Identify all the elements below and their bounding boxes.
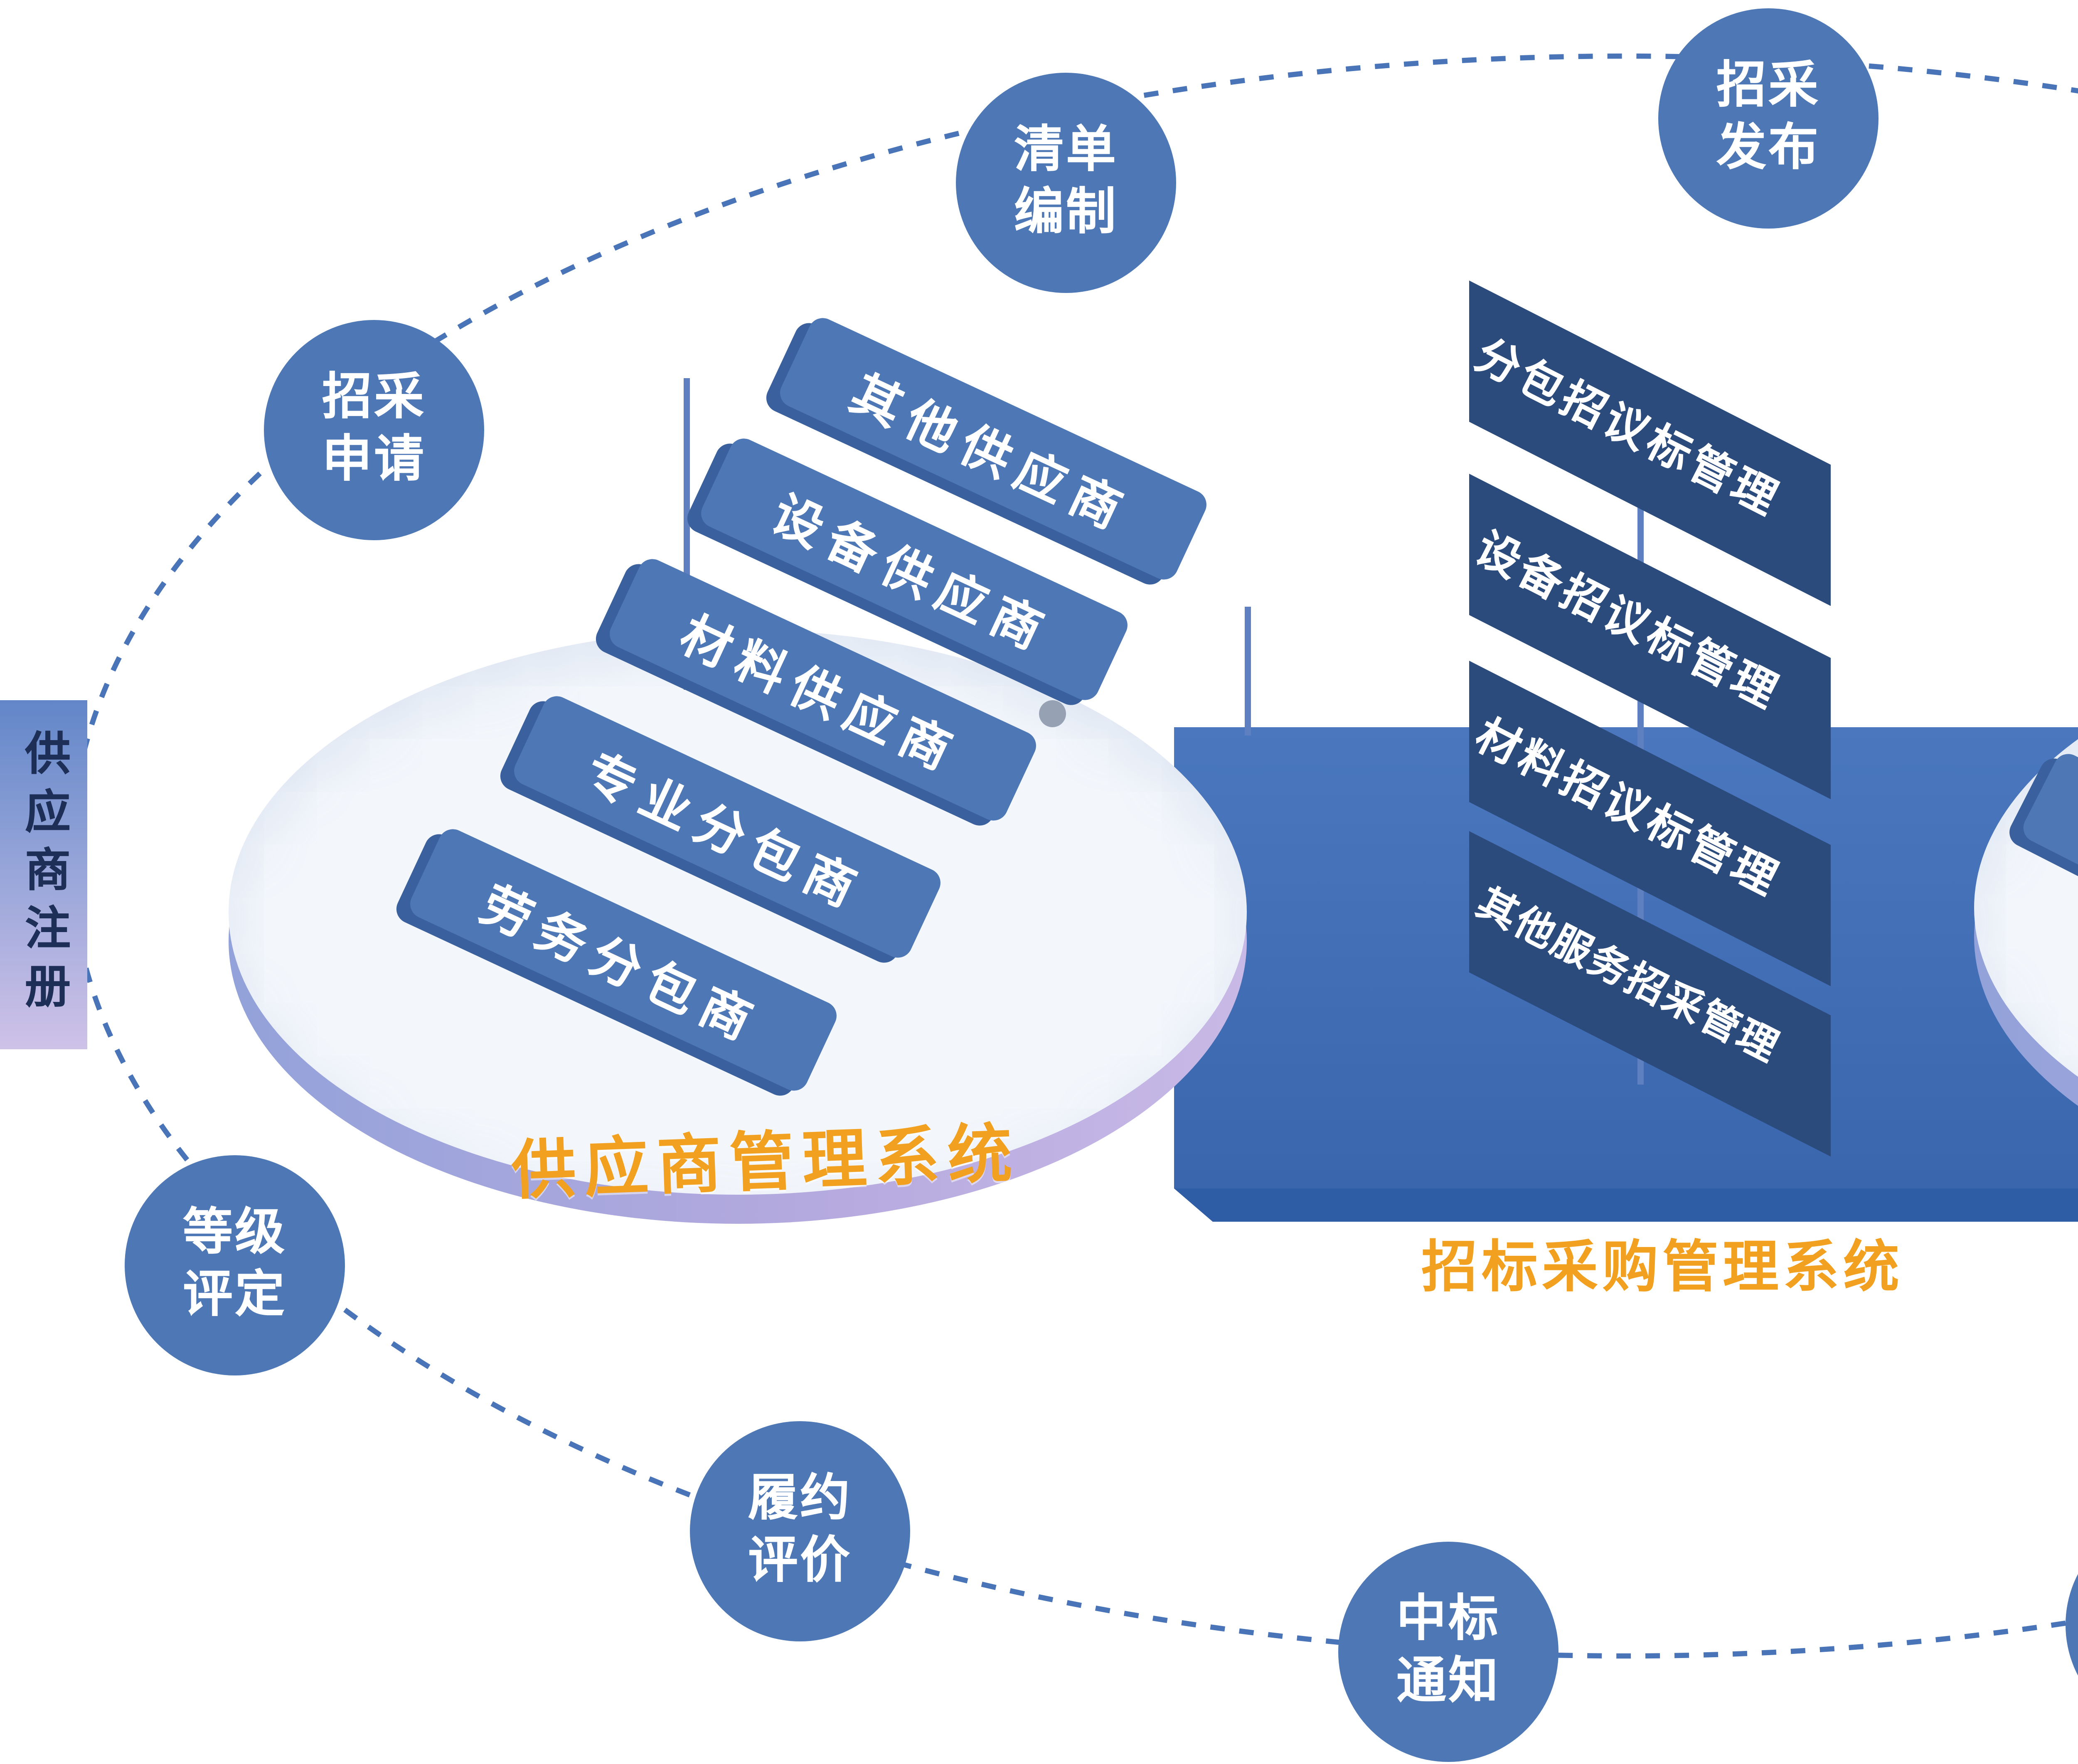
ring-node-procurement-publish: 招采 发布 (1658, 8, 1879, 229)
left-tag-supplier-registration: 供应商注册 (0, 700, 87, 1049)
pole-line (1637, 378, 1644, 1085)
node-label-line: 编制 (1014, 185, 1118, 241)
ring-node-procurement-request: 招采 申请 (264, 320, 484, 540)
node-label-line: 评定 (183, 1267, 287, 1324)
left-dish (229, 630, 1247, 1195)
node-label-line: 等级 (183, 1205, 287, 1261)
left-system-title: 供应商管理系统 (510, 1117, 1022, 1208)
ring-node-performance-evaluation: 履约 评价 (690, 1421, 910, 1641)
center-system-title: 招标采购管理系统 (1421, 1236, 1903, 1299)
node-label-line: 履约 (748, 1471, 852, 1527)
node-label-line: 清单 (1014, 123, 1118, 179)
node-label-line: 发布 (1716, 121, 1820, 177)
decor-dot (1039, 700, 1066, 727)
pole-line (1245, 607, 1251, 736)
node-label-line: 申请 (322, 432, 426, 488)
tag-label: 供应商注册 (19, 729, 71, 1020)
ring-node-list-compilation: 清单 编制 (956, 73, 1176, 293)
node-label-line: 招采 (322, 370, 426, 426)
node-label-line: 招采 (1716, 58, 1820, 114)
ring-node-award-notice: 中标 通知 (1338, 1542, 1558, 1762)
center-platform-front (1174, 1188, 2078, 1222)
ring-node-grade-rating: 等级 评定 (125, 1155, 345, 1375)
node-label-line: 评价 (748, 1533, 852, 1589)
node-label-line: 通知 (1396, 1654, 1500, 1710)
node-label-line: 中标 (1396, 1592, 1500, 1648)
